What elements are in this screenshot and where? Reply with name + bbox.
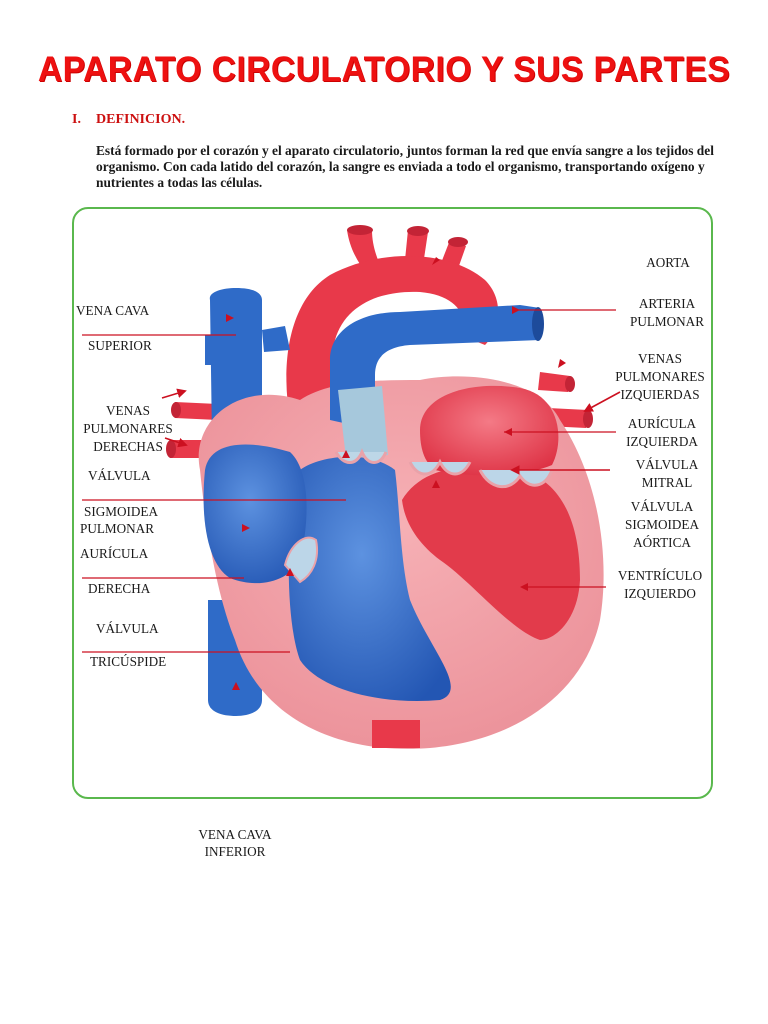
label-arteria-pulmonar: ARTERIA PULMONAR [614, 295, 720, 331]
label-valvula-mitral: VÁLVULA MITRAL [624, 456, 710, 492]
section-heading: I. DEFINICION. [72, 112, 185, 128]
label-line: AURÍCULA [627, 416, 697, 431]
label-aorta: AORTA [646, 255, 690, 270]
label-line: VENTRÍCULO [617, 568, 703, 583]
label-line: IZQUIERDA [626, 434, 698, 449]
label-vena-cava-superior-1: VENA CAVA [76, 303, 150, 318]
label-line: AÓRTICA [633, 535, 691, 550]
section-number: I. [72, 112, 81, 127]
label-line: VENAS [638, 351, 682, 366]
page-title: APARATO CIRCULATORIO Y SUS PARTES [37, 50, 731, 89]
pulmonary-artery [330, 305, 540, 430]
label-vena-cava-inferior: VENA CAVA INFERIOR [170, 826, 300, 860]
label-venas-izquierdas: VENAS PULMONARES IZQUIERDAS [606, 350, 714, 404]
label-valvula-aortica: VÁLVULA SIGMOIDEA AÓRTICA [614, 498, 710, 552]
label-line: PULMONARES [615, 369, 705, 384]
label-auricula-derecha-2: DERECHA [88, 581, 151, 596]
aortic-arch [286, 256, 499, 430]
arrowheads [226, 257, 566, 690]
label-line: PULMONARES [83, 421, 173, 436]
label-line: VÁLVULA [630, 499, 694, 514]
label-line: IZQUIERDO [624, 586, 696, 601]
label-line: DERECHAS [93, 439, 163, 454]
left-ventricle [402, 466, 580, 640]
label-line: VENA CAVA [198, 827, 272, 842]
label-auricula-derecha-1: AURÍCULA [80, 546, 149, 561]
label-line: SIGMOIDEA [625, 517, 699, 532]
definition-paragraph: Está formado por el corazón y el aparato… [96, 143, 714, 190]
arrow-pointers [161, 388, 621, 475]
label-venas-derechas: VENAS PULMONARES DERECHAS [76, 402, 180, 456]
label-valvula-pulmonar-1: VÁLVULA [88, 468, 151, 483]
label-auricula-izquierda: AURÍCULA IZQUIERDA [614, 415, 710, 451]
label-valvula-tricuspide-1: VÁLVULA [96, 621, 159, 636]
section-title: DEFINICION. [96, 112, 186, 127]
label-line: VÁLVULA [635, 457, 699, 472]
label-valvula-pulmonar-3: PULMONAR [80, 521, 155, 536]
left-atrium [420, 385, 559, 476]
label-ventriculo-izquierdo: VENTRÍCULO IZQUIERDO [604, 567, 716, 603]
label-valvula-pulmonar-2: SIGMOIDEA [84, 504, 158, 519]
label-line: ARTERIA [638, 296, 696, 311]
pulmonary-valve-area [338, 386, 388, 458]
diagram-frame [72, 207, 713, 799]
label-line: IZQUIERDAS [620, 387, 700, 402]
label-line: VENAS [106, 403, 150, 418]
label-valvula-tricuspide-2: TRICÚSPIDE [90, 654, 167, 669]
leader-lines [82, 309, 616, 653]
label-line: PULMONAR [629, 314, 704, 329]
right-ventricle [288, 456, 451, 701]
right-atrium [203, 444, 307, 584]
label-vena-cava-superior-2: SUPERIOR [88, 338, 152, 353]
label-line: MITRAL [641, 475, 693, 490]
label-line: INFERIOR [204, 844, 266, 859]
